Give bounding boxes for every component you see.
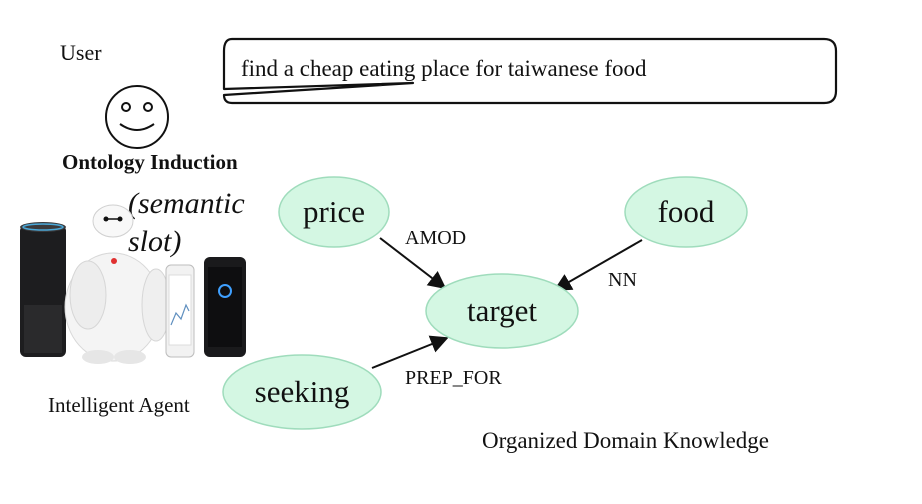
speech-bubble (222, 37, 838, 105)
assistant-phone-icon (204, 257, 246, 357)
user-label: User (60, 40, 102, 65)
ontology-subtitle: (semantic slot) (128, 187, 245, 258)
node-label-food: food (658, 194, 715, 229)
node-price: price (278, 176, 390, 248)
graph-caption: Organized Domain Knowledge (482, 428, 769, 453)
edge-food-target (553, 239, 643, 291)
agent-label: Intelligent Agent (48, 393, 190, 417)
ontology-title: Ontology Induction (62, 150, 238, 174)
edge-label-nn: NN (608, 269, 637, 291)
node-label-seeking: seeking (255, 374, 350, 409)
node-food: food (624, 176, 748, 248)
edge-seeking-target (371, 335, 449, 369)
edge-price-target (379, 237, 447, 290)
smartphone-icon (165, 264, 195, 358)
node-target: target (425, 273, 579, 349)
edge-label-prep-for: PREP_FOR (405, 367, 502, 389)
edge-label-amod: AMOD (405, 227, 466, 249)
intelligent-agent-icon (20, 204, 246, 364)
node-label-target: target (467, 293, 537, 328)
node-seeking: seeking (222, 354, 382, 430)
node-label-price: price (303, 194, 365, 229)
smiley-face-icon (105, 85, 169, 149)
smart-speaker-icon (20, 222, 66, 357)
utterance-text: find a cheap eating place for taiwanese … (241, 56, 647, 81)
robot-icon (64, 204, 171, 364)
